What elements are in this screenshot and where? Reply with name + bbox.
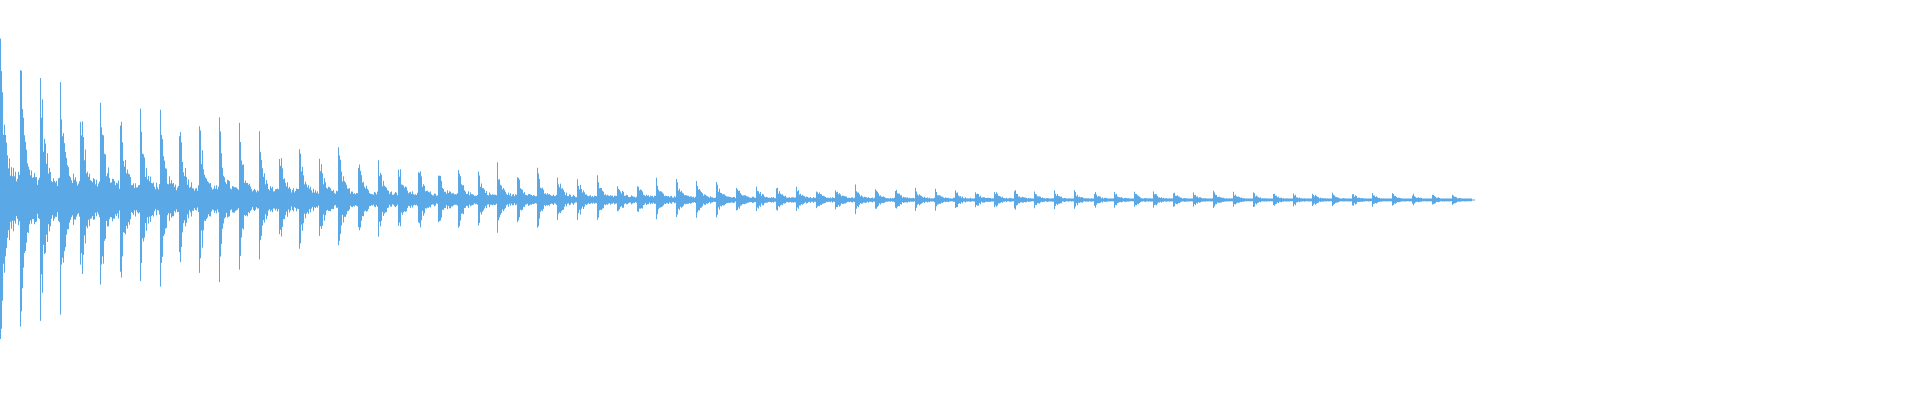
waveform-samples (0, 38, 1472, 339)
